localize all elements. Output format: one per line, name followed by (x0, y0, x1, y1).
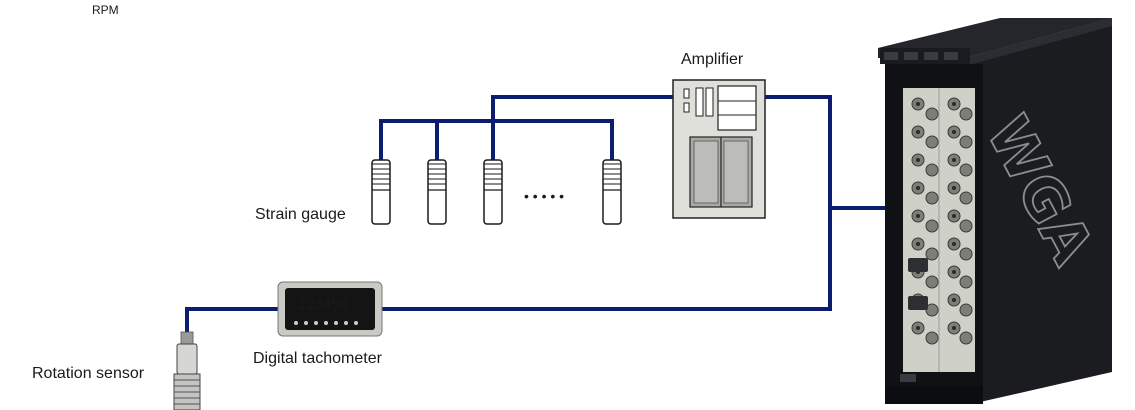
strain-gauge-3 (483, 159, 503, 225)
strain-gauge-label: Strain gauge (255, 206, 346, 223)
strain-gauge-drop-3 (491, 95, 680, 169)
digital-tachometer (277, 281, 383, 337)
rotation-sensor-label: Rotation sensor (32, 365, 145, 382)
tachometer-display-value: 123456 (298, 296, 348, 313)
amplifier-led-2 (683, 102, 690, 113)
strain-gauge-n (602, 159, 622, 225)
dsub-connector-1 (908, 258, 928, 272)
cropped-header-text: RPM (92, 3, 119, 17)
tachometer-output-cable (374, 206, 832, 311)
digital-tachometer-label: Digital tachometer (253, 350, 383, 367)
amplifier-led-1 (683, 88, 690, 99)
rotation-sensor-cable (185, 307, 287, 344)
tachometer-face (285, 288, 375, 330)
rotation-sensor (173, 331, 201, 410)
dsub-connector-2 (908, 296, 928, 310)
amplifier-module-upper (717, 85, 757, 131)
strain-gauge-2 (427, 159, 447, 225)
strain-gauges (371, 159, 622, 225)
device-side-panel (965, 18, 1112, 402)
cables (185, 95, 892, 344)
amplifier (672, 79, 766, 219)
ellipsis-dots: • • • • • (524, 188, 564, 204)
amplifier-output-cable (750, 95, 892, 210)
amplifier-meter (695, 87, 704, 117)
strain-gauge-1 (371, 159, 391, 225)
amplifier-meter-2 (705, 87, 714, 117)
amplifier-label: Amplifier (681, 51, 744, 68)
strain-gauge-bus-cable (379, 119, 614, 169)
data-acquisition-unit (878, 18, 1112, 404)
